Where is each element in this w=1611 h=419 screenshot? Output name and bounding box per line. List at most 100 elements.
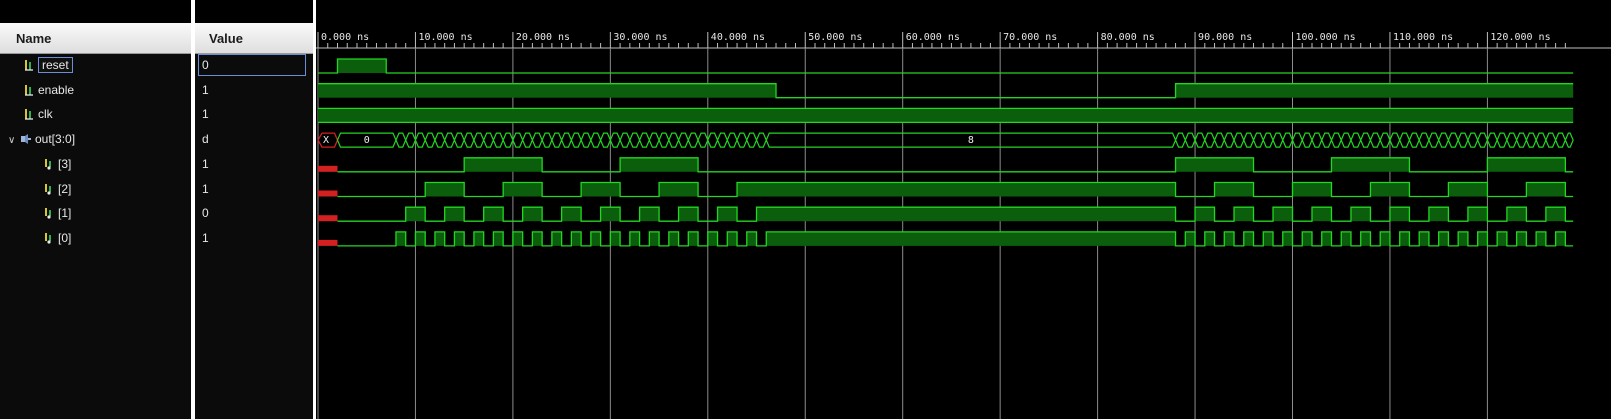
bit-0-high-fill bbox=[590, 231, 601, 246]
signal-value-out2: 1 bbox=[202, 181, 209, 196]
bit-signal-icon bbox=[43, 206, 58, 220]
out-value-label: 8 bbox=[968, 135, 974, 146]
enable-high-fill bbox=[1175, 83, 1574, 98]
bit-2-high-fill bbox=[659, 182, 699, 197]
signal-row-out1[interactable]: [1] bbox=[43, 202, 71, 224]
value-column-header[interactable]: Value bbox=[195, 23, 313, 54]
ruler-label: 0.000 ns bbox=[321, 32, 369, 43]
out-value-label: 0 bbox=[364, 135, 370, 146]
reset-high-fill bbox=[337, 59, 387, 73]
bit-1-high-fill bbox=[1506, 207, 1527, 222]
ruler-label: 20.000 ns bbox=[516, 32, 570, 43]
bit-0-high-fill bbox=[434, 231, 445, 246]
bit-2-high-fill bbox=[1292, 182, 1332, 197]
bit-1-high-fill bbox=[483, 207, 504, 222]
bit-signal-icon bbox=[43, 157, 58, 171]
bit-0-high-fill bbox=[766, 231, 1176, 246]
bit-0-high-fill bbox=[1516, 231, 1527, 246]
expand-chevron-icon[interactable]: ∨ bbox=[8, 135, 16, 147]
bit-0-high-fill bbox=[1341, 231, 1351, 246]
bit-1-high-fill bbox=[1545, 207, 1566, 222]
logic-signal-icon bbox=[23, 58, 38, 72]
bit-0-high-fill bbox=[1458, 231, 1468, 246]
bit-0-high-fill bbox=[1536, 231, 1546, 246]
bit-0-high-fill bbox=[668, 231, 679, 246]
signal-value-enable: 1 bbox=[202, 82, 209, 97]
selected-value-highlight bbox=[198, 54, 306, 76]
bit-2-high-fill bbox=[425, 182, 465, 197]
bit-0-trace bbox=[337, 231, 1574, 247]
signal-value-out0: 1 bbox=[202, 230, 209, 245]
bit-0-high-fill bbox=[688, 231, 699, 246]
bit-2-high-fill bbox=[737, 182, 1176, 197]
ruler-label: 90.000 ns bbox=[1198, 32, 1252, 43]
reset-trace bbox=[318, 58, 1574, 74]
signal-row-out3[interactable]: [3] bbox=[43, 153, 71, 175]
bit-1-high-fill bbox=[1234, 207, 1254, 222]
out-label-x: X bbox=[323, 135, 329, 146]
bit-0-high-fill bbox=[395, 231, 406, 246]
enable-trace bbox=[318, 83, 1574, 99]
bit-0-undefined bbox=[318, 239, 338, 246]
bit-0-high-fill bbox=[512, 231, 523, 246]
bit-3-undefined bbox=[318, 165, 338, 172]
signal-row-out0[interactable]: [0] bbox=[43, 227, 71, 249]
value-pane-top bbox=[195, 0, 313, 23]
ruler-label: 120.000 ns bbox=[1490, 32, 1550, 43]
bit-0-high-fill bbox=[610, 231, 621, 246]
bit-1-high-fill bbox=[1311, 207, 1332, 222]
bit-0-high-fill bbox=[1263, 231, 1274, 246]
bit-signal-icon bbox=[43, 231, 58, 245]
bit-0-high-fill bbox=[1555, 231, 1566, 246]
bit-0-high-fill bbox=[415, 231, 426, 246]
bit-0-high-fill bbox=[532, 231, 543, 246]
bit-0-high-fill bbox=[727, 231, 738, 246]
bit-0-high-fill bbox=[1302, 231, 1312, 246]
signal-value-out: d bbox=[202, 132, 209, 147]
bit-0-high-fill bbox=[649, 231, 660, 246]
bit-1-trace bbox=[337, 206, 1574, 222]
bit-0-high-fill bbox=[1380, 231, 1390, 246]
bit-0-high-fill bbox=[629, 231, 640, 246]
bit-3-high-fill bbox=[1175, 157, 1254, 172]
enable-high-fill bbox=[318, 83, 777, 98]
ruler-label: 100.000 ns bbox=[1296, 32, 1356, 43]
bit-3-high-fill bbox=[1487, 157, 1566, 172]
bit-1-high-fill bbox=[561, 207, 582, 222]
signal-row-clk[interactable]: clk bbox=[23, 103, 53, 125]
clk-trace bbox=[318, 107, 1574, 124]
ruler-label: 40.000 ns bbox=[711, 32, 765, 43]
bit-0-high-fill bbox=[1185, 231, 1196, 246]
name-column-header[interactable]: Name bbox=[0, 23, 191, 54]
value-wave-splitter[interactable] bbox=[313, 0, 316, 419]
bit-2-high-fill bbox=[1526, 182, 1566, 197]
bit-3-high-fill bbox=[464, 157, 543, 172]
bit-0-high-fill bbox=[746, 231, 757, 246]
bit-1-high-fill bbox=[756, 207, 1176, 222]
name-value-splitter[interactable] bbox=[191, 0, 195, 419]
bit-2-high-fill bbox=[503, 182, 543, 197]
bus-signal-icon bbox=[20, 132, 35, 146]
ruler-label: 30.000 ns bbox=[613, 32, 667, 43]
bit-0-high-fill bbox=[1399, 231, 1410, 246]
signal-name-out0: [0] bbox=[58, 230, 72, 245]
bit-signal-icon bbox=[43, 182, 58, 196]
signal-row-out2[interactable]: [2] bbox=[43, 178, 71, 200]
ruler-label: 80.000 ns bbox=[1101, 32, 1155, 43]
signal-name-reset: reset bbox=[38, 57, 73, 73]
bit-3-trace bbox=[337, 157, 1574, 173]
bit-1-high-fill bbox=[1273, 207, 1293, 222]
signal-row-out[interactable]: ∨out[3:0] bbox=[8, 128, 75, 150]
bit-1-high-fill bbox=[1467, 207, 1488, 222]
bit-1-high-fill bbox=[1350, 207, 1371, 222]
bit-0-high-fill bbox=[1224, 231, 1235, 246]
signal-row-reset[interactable]: reset bbox=[23, 54, 73, 76]
bit-1-high-fill bbox=[678, 207, 699, 222]
bit-1-high-fill bbox=[1428, 207, 1449, 222]
bit-1-high-fill bbox=[600, 207, 621, 222]
signal-row-enable[interactable]: enable bbox=[23, 79, 74, 101]
bit-1-high-fill bbox=[1389, 207, 1410, 222]
